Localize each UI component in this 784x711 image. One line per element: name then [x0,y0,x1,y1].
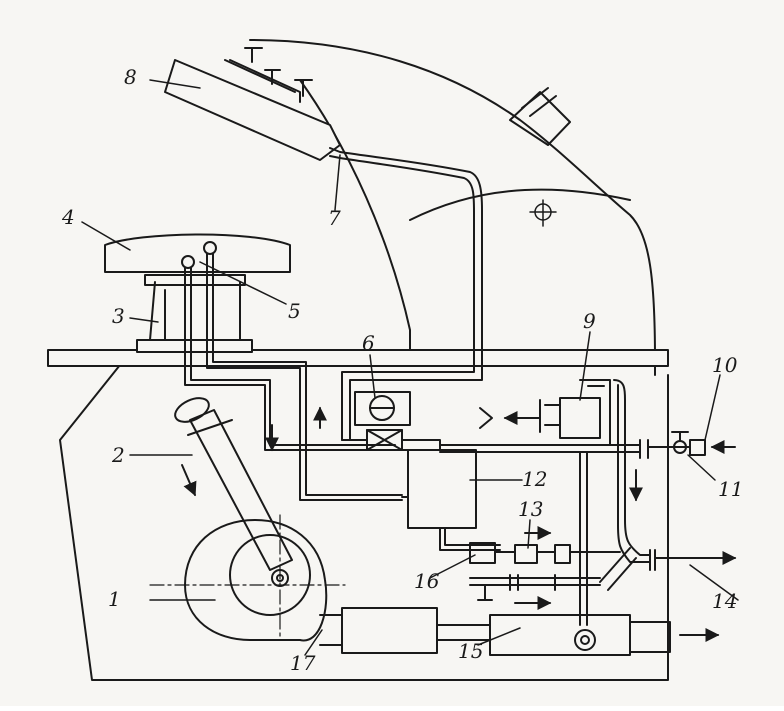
label-6: 6 [362,331,375,355]
label-16: 16 [414,569,440,593]
pipe-7 [329,147,483,441]
label-13: 13 [518,497,543,521]
label-12: 12 [522,467,547,491]
label-3: 3 [112,304,125,328]
chiller-15 [489,614,671,656]
table-plate [47,349,669,367]
label-7: 7 [328,206,341,230]
label-4: 4 [61,205,75,229]
right-piping [439,379,706,626]
label-15: 15 [458,639,483,663]
guide-block [509,87,571,146]
work-head-4 [104,233,291,273]
machine-frame [59,39,669,681]
label-8: 8 [124,65,137,89]
column-3 [136,274,253,353]
filter-12 [394,449,477,529]
spray-head-8 [164,47,341,161]
label-10: 10 [712,353,738,377]
nozzles-5 [181,241,403,501]
center-mark [529,199,557,227]
pump-1 [149,514,346,642]
callout-labels: 1 2 3 4 5 6 7 8 9 10 11 12 13 14 15 16 1… [61,65,743,675]
label-2: 2 [111,443,125,467]
return-line-17 [319,607,491,654]
flow-arrows [181,406,737,642]
label-14: 14 [712,589,737,613]
label-11: 11 [718,477,743,501]
label-5: 5 [288,299,301,323]
cylinder-2 [174,397,293,571]
valve-6 [341,391,441,451]
label-17: 17 [290,651,316,675]
label-1: 1 [108,587,121,611]
leader-lines [81,79,739,656]
label-9: 9 [583,309,596,333]
